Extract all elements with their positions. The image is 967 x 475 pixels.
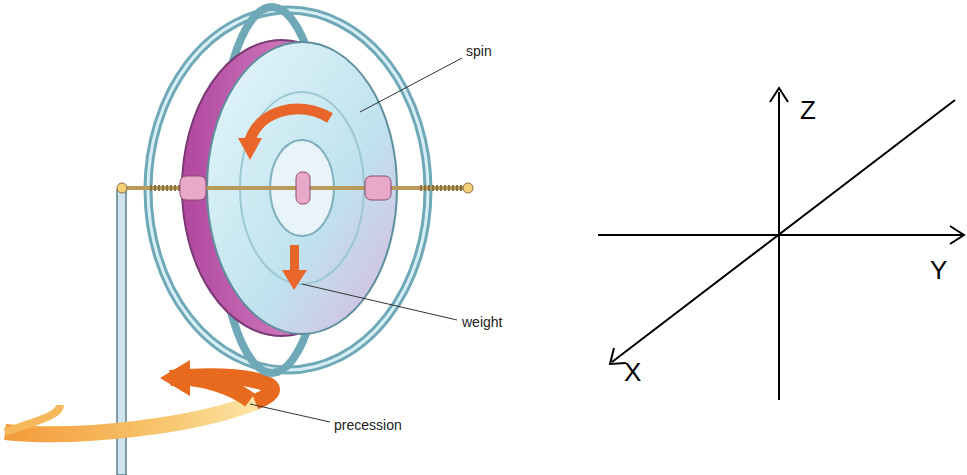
hub-cap (296, 172, 310, 204)
x-arrowhead (610, 348, 626, 364)
axle-thread (420, 185, 465, 191)
weight-arrow (290, 245, 299, 271)
weight-arrowhead (282, 270, 307, 290)
x-axis (612, 100, 955, 362)
part-label: precession (334, 418, 402, 433)
y-arrowhead (950, 226, 964, 244)
precession-band (185, 378, 250, 400)
bearing (365, 176, 391, 200)
axis-label: Z (800, 96, 816, 125)
leader-line (302, 284, 457, 320)
bearing (180, 176, 206, 200)
z-axis (778, 92, 780, 400)
precession-arrowhead (160, 360, 190, 396)
spin-arrow (250, 109, 330, 140)
axis-label: Y (930, 256, 947, 285)
axis-label: X (624, 358, 641, 387)
leader-line (360, 58, 462, 112)
z-arrowhead (770, 88, 788, 102)
precession-band (5, 402, 255, 434)
spin-arrowhead (238, 138, 262, 160)
leader-line (250, 404, 330, 422)
part-label: weight (462, 315, 502, 330)
axle-end (463, 183, 473, 193)
precession-band (5, 405, 60, 432)
part-label: spin (466, 44, 492, 59)
pivot-ball (117, 183, 127, 193)
